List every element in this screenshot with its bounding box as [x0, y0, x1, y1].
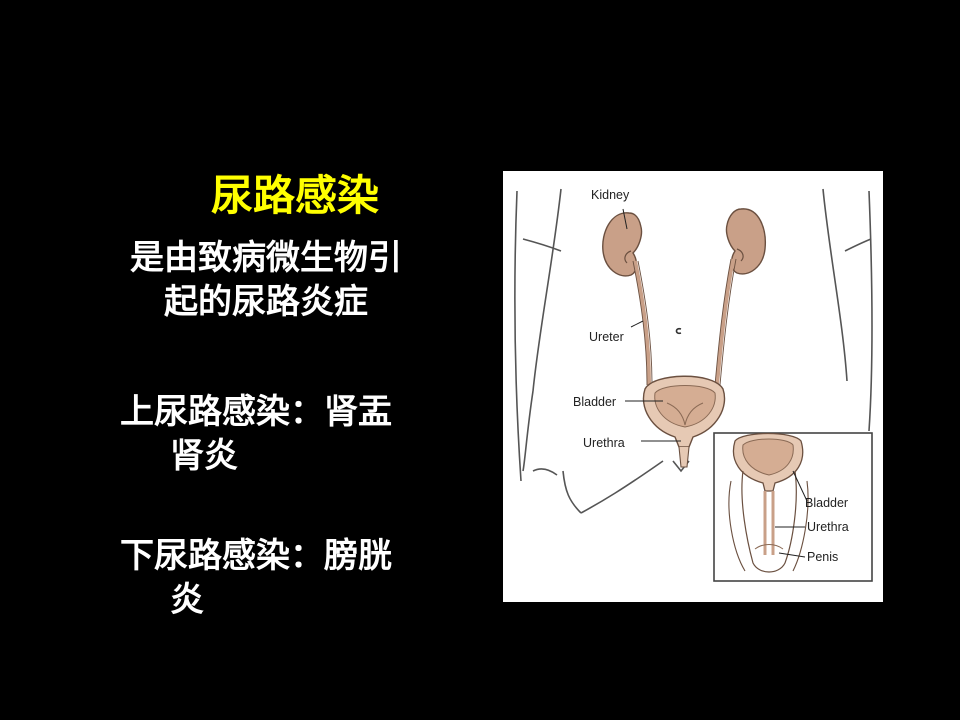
urinary-tract-illustration: Kidney Ureter Bladder Urethra Bladder	[503, 171, 883, 602]
label-bladder: Bladder	[573, 395, 616, 409]
definition-text: 是由致病微生物引 起的尿路炎症	[130, 236, 402, 324]
leader-lines	[622, 208, 681, 442]
male-inset: Bladder Urethra Penis	[713, 432, 873, 582]
slide-title: 尿路感染	[210, 171, 379, 220]
kidneys	[602, 208, 766, 277]
ureters	[633, 258, 735, 386]
inset-label-bladder: Bladder	[805, 496, 848, 510]
inset-label-penis: Penis	[807, 550, 838, 564]
lower-uti-line-1: 下尿路感染：膀胱	[120, 536, 392, 576]
inset-label-urethra: Urethra	[807, 520, 849, 534]
label-kidney: Kidney	[591, 188, 630, 202]
upper-uti-line-2: 肾炎	[170, 436, 238, 476]
upper-uti-line-1: 上尿路感染：肾盂	[120, 392, 392, 432]
navel	[675, 327, 682, 335]
body-outline	[514, 188, 873, 514]
definition-line-1: 是由致病微生物引	[130, 238, 402, 278]
urinary-tract-svg: Kidney Ureter Bladder Urethra Bladder	[514, 188, 873, 582]
lower-uti-text: 下尿路感染：膀胱 炎	[120, 534, 392, 622]
label-ureter: Ureter	[589, 330, 624, 344]
lower-uti-line-2: 炎	[170, 580, 204, 620]
bladder	[642, 375, 726, 468]
upper-uti-text: 上尿路感染：肾盂 肾炎	[120, 390, 392, 478]
definition-line-2: 起的尿路炎症	[164, 282, 368, 322]
label-urethra: Urethra	[583, 436, 625, 450]
